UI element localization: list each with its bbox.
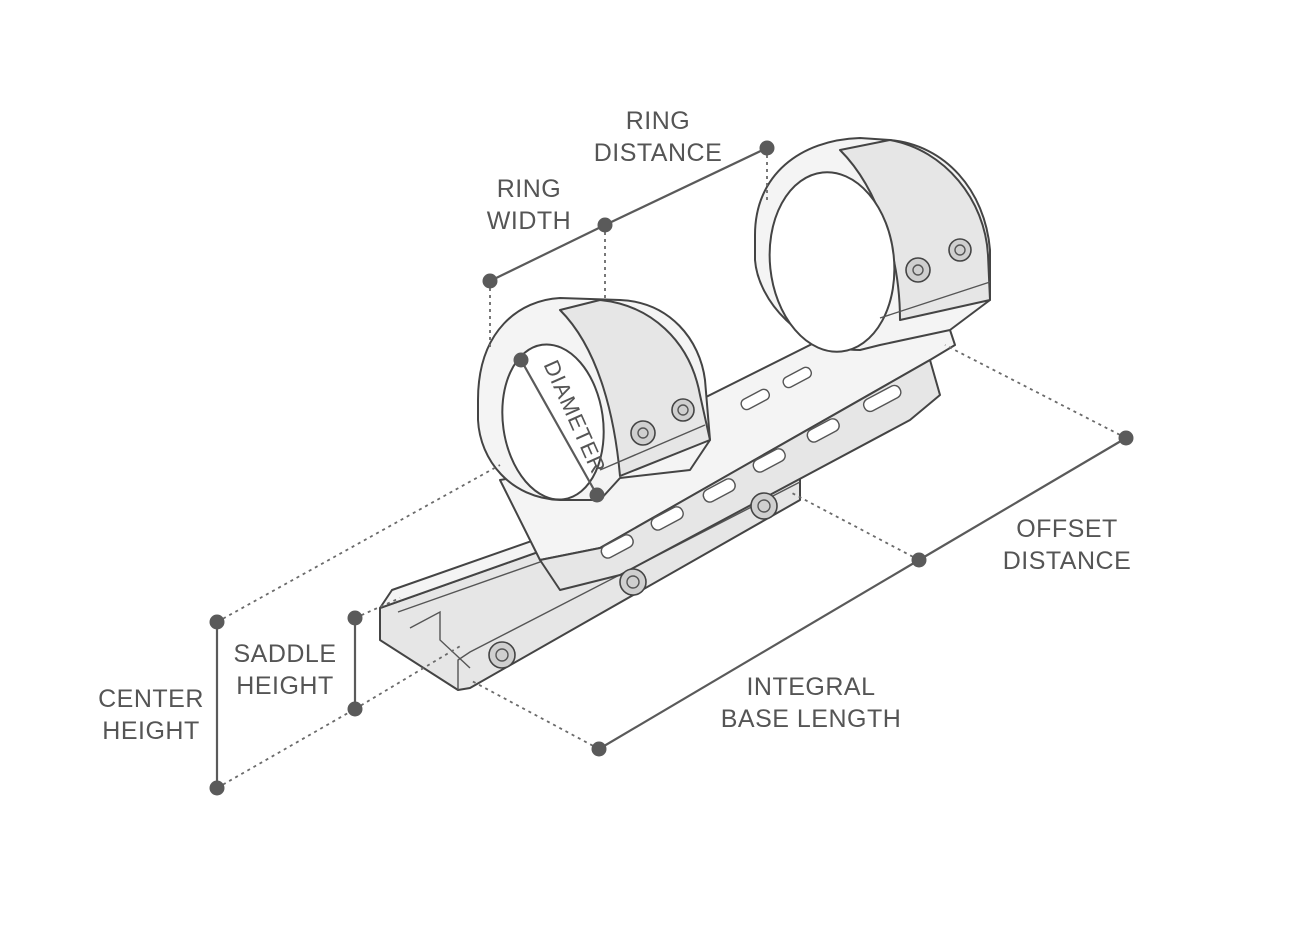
arm-slots: [600, 366, 902, 559]
label-offset-distance: OFFSET DISTANCE: [998, 513, 1136, 577]
label-saddle-height-line1: SADDLE: [233, 640, 337, 668]
scope-mount-illustration: [379, 137, 991, 691]
label-ring-distance: RING DISTANCE: [592, 105, 724, 169]
label-offset-distance-line1: OFFSET: [1016, 515, 1118, 543]
label-ring-width-line1: RING: [496, 175, 562, 203]
dimension-lines: [215, 147, 1127, 789]
dimension-nodes: [209, 140, 1134, 796]
offset-distance-line: [918, 437, 1127, 561]
base-clamp-screws: [488, 492, 778, 669]
ring-distance-line: [604, 147, 768, 226]
label-saddle-height-line2: HEIGHT: [236, 672, 334, 700]
label-ring-width: RING WIDTH: [474, 173, 584, 237]
label-ring-distance-line1: RING: [625, 107, 691, 135]
label-integral-base-length-line1: INTEGRAL: [746, 673, 876, 701]
rear-ring: [754, 137, 991, 353]
label-center-height-line2: HEIGHT: [102, 717, 200, 745]
ring-width-line: [489, 224, 606, 282]
label-ring-distance-line2: DISTANCE: [593, 139, 723, 167]
diameter-line: [520, 359, 598, 496]
label-saddle-height: SADDLE HEIGHT: [230, 638, 340, 702]
label-offset-distance-line2: DISTANCE: [1002, 547, 1132, 575]
integral-base-length-line: [598, 559, 920, 750]
label-integral-base-length-line2: BASE LENGTH: [720, 705, 902, 733]
label-center-height-line1: CENTER: [98, 685, 204, 713]
label-ring-width-line2: WIDTH: [486, 207, 572, 235]
label-center-height: CENTER HEIGHT: [96, 683, 206, 747]
label-integral-base-length: INTEGRAL BASE LENGTH: [720, 671, 902, 735]
front-ring: [477, 297, 711, 501]
